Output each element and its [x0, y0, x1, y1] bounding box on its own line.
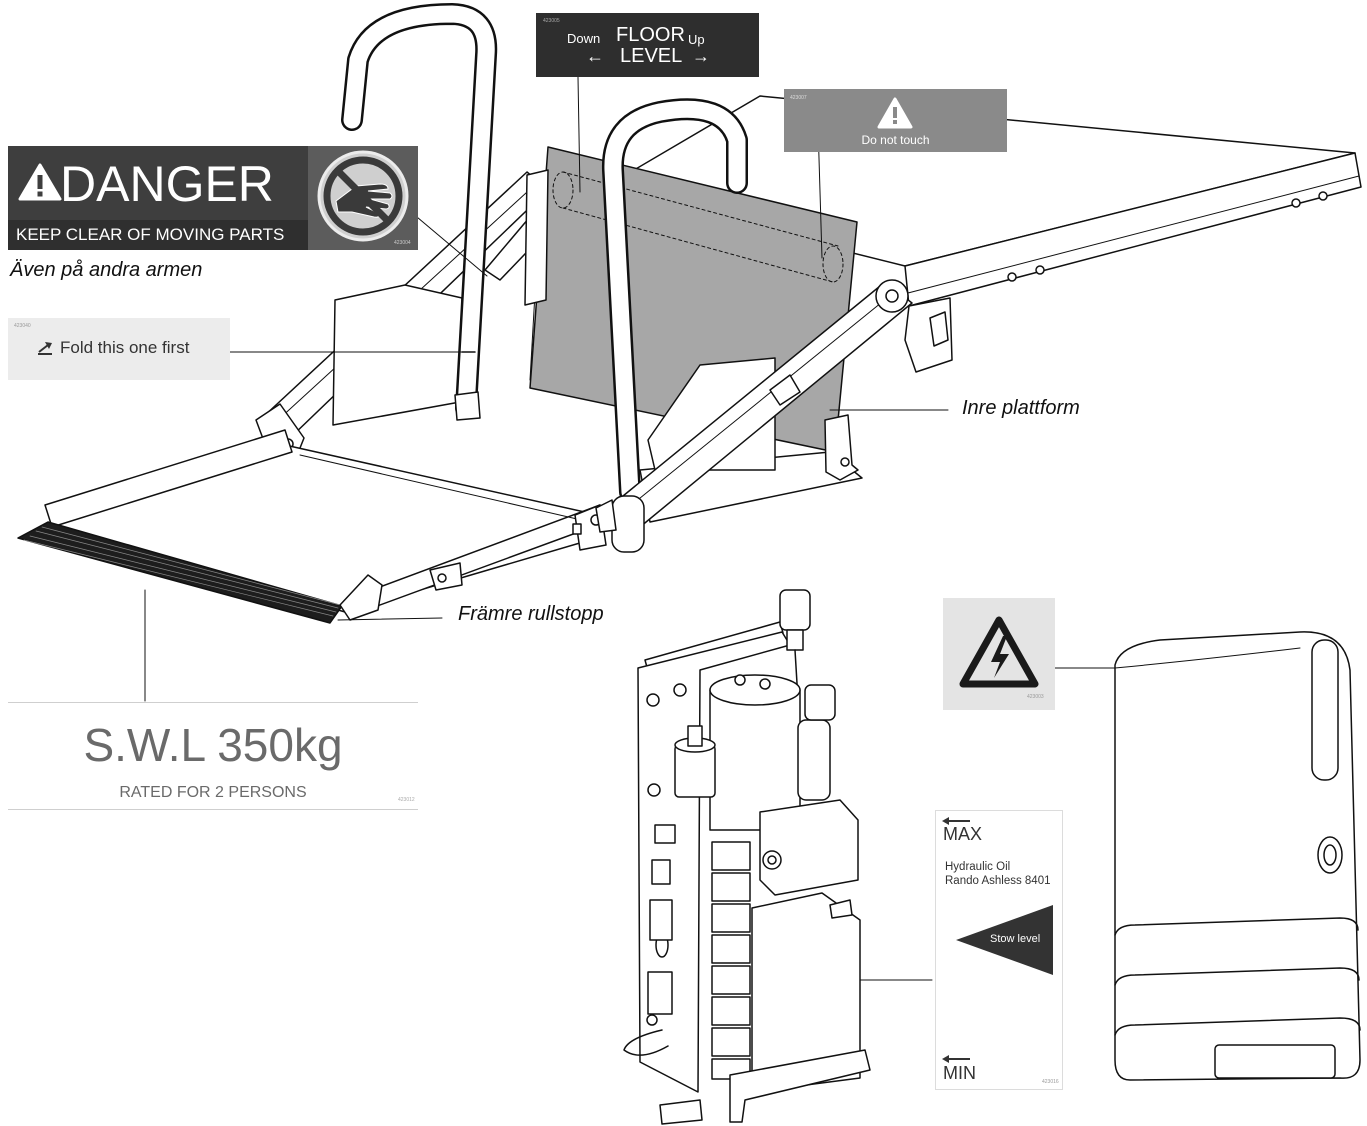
floor-level-down: Down — [567, 31, 601, 46]
right-side-arm — [595, 279, 913, 553]
callout-inner-platform: Inre plattform — [962, 397, 1080, 419]
label-code: 423016 — [1042, 1079, 1059, 1085]
leader-line-floor-level — [577, 76, 581, 193]
oil-min-text: MIN — [943, 1063, 976, 1083]
floor-level-up: Up — [688, 32, 705, 47]
hidden-pivot-tube — [552, 171, 844, 283]
do-not-touch-text: Do not touch — [861, 133, 930, 147]
rollstop-hinge-bracket — [339, 562, 463, 621]
danger-icon-panel — [308, 146, 418, 250]
arrow-right-icon: → — [692, 46, 710, 66]
fold-first-text: Fold this one first — [60, 338, 190, 357]
danger-headline-panel: DANGER — [8, 146, 308, 220]
warning-triangle-icon — [877, 97, 913, 129]
danger-label: DANGER KEEP CLEAR OF MOVING PARTS 423004 — [8, 146, 418, 250]
danger-warning-text: KEEP CLEAR OF MOVING PARTS — [8, 220, 308, 250]
arrow-left-icon: ← — [586, 46, 604, 66]
fold-arrow-icon — [38, 342, 52, 355]
stow-level-text: Stow level — [990, 933, 1041, 945]
floor-level-title-line1: FLOOR — [616, 24, 685, 46]
left-handrail — [341, 3, 498, 421]
right-handrail — [601, 98, 748, 503]
warning-triangle-icon — [18, 163, 62, 201]
arrow-left-icon — [942, 1055, 970, 1063]
callout-other-arm: Även på andra armen — [10, 259, 203, 281]
oil-type-line1: Hydraulic Oil — [945, 861, 1011, 873]
oil-level-label: MAX Hydraulic Oil Rando Ashless 8401 Sto… — [935, 810, 1063, 1090]
safe-working-load-label: S.W.L 350kg RATED FOR 2 PERSONS 423012 — [8, 702, 418, 810]
arrow-left-icon — [942, 817, 970, 825]
left-side-flap — [332, 284, 463, 426]
floor-level-title-line2: LEVEL — [620, 45, 683, 67]
label-code: 423003 — [1027, 694, 1044, 700]
fold-first-label: 423040 Fold this one first — [8, 318, 230, 380]
label-code: 423040 — [14, 323, 31, 329]
no-hands-icon — [317, 150, 409, 242]
label-code: 423012 — [398, 797, 415, 803]
leader-line-front-rollstop — [337, 617, 443, 621]
danger-headline: DANGER — [60, 156, 274, 212]
electrical-hazard-label: 423003 — [943, 598, 1055, 710]
label-code: 423005 — [543, 18, 560, 24]
swl-rating-text: RATED FOR 2 PERSONS — [119, 784, 307, 801]
hydraulic-power-unit — [623, 589, 871, 1125]
stow-level-pointer-icon — [956, 905, 1053, 975]
oil-max-text: MAX — [943, 824, 983, 844]
callout-front-rollstop: Främre rullstopp — [458, 603, 604, 625]
floor-level-label: 423005 Down FLOOR Up ← LEVEL → — [536, 13, 759, 77]
oil-type-line2: Rando Ashless 8401 — [945, 875, 1051, 887]
electrical-hazard-icon — [959, 616, 1039, 688]
label-code: 423004 — [394, 240, 411, 246]
label-code: 423007 — [790, 95, 807, 101]
front-platform-floor — [44, 429, 607, 617]
do-not-touch-label: 423007 Do not touch — [784, 89, 1007, 152]
pump-cover — [1114, 631, 1361, 1081]
swl-main-text: S.W.L 350kg — [83, 719, 343, 771]
